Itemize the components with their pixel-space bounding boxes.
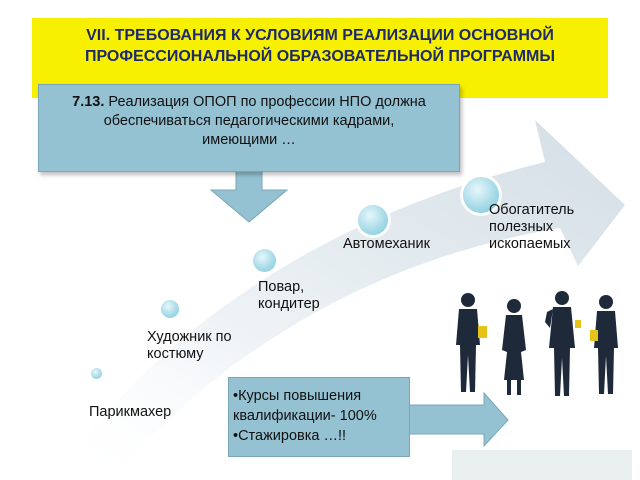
milestone-dot-2 [161, 300, 179, 318]
slide-title: VII. ТРЕБОВАНИЯ К УСЛОВИЯМ РЕАЛИЗАЦИИ ОС… [32, 25, 608, 67]
requirements-box: •Курсы повышения квалификации- 100% •Ста… [228, 377, 410, 457]
info-line-1: Реализация ОПОП по профессии НПО должна [104, 94, 426, 110]
info-line-2: обеспечиваться педагогическими кадрами, [103, 113, 395, 129]
requirement-item-2: •Стажировка …!! [233, 428, 347, 444]
profession-hairdresser: Парикмахер [89, 404, 172, 420]
milestone-dot-5 [463, 177, 499, 213]
down-arrow-icon [209, 169, 289, 223]
business-people-image [452, 291, 632, 480]
milestone-dot-4 [358, 205, 388, 235]
info-number: 7.13. [72, 94, 105, 110]
right-arrow-icon [407, 391, 509, 448]
title-line-1: VII. ТРЕБОВАНИЯ К УСЛОВИЯМ РЕАЛИЗАЦИИ ОС… [86, 27, 554, 44]
requirement-item-1-line-1: •Курсы повышения [233, 388, 362, 404]
milestone-dot-3 [253, 249, 276, 272]
profession-mechanic: Автомеханик [343, 236, 430, 252]
info-line-3: имеющими … [202, 132, 296, 148]
requirement-item-1-line-2: квалификации- 100% [233, 408, 377, 424]
info-box: 7.13. Реализация ОПОП по профессии НПО д… [38, 84, 460, 172]
milestone-dot-1 [91, 368, 102, 379]
profession-cook: Повар,кондитер [258, 279, 320, 312]
title-line-2: ПРОФЕССИОНАЛЬНОЙ ОБРАЗОВАТЕЛЬНОЙ ПРОГРАМ… [84, 48, 556, 65]
